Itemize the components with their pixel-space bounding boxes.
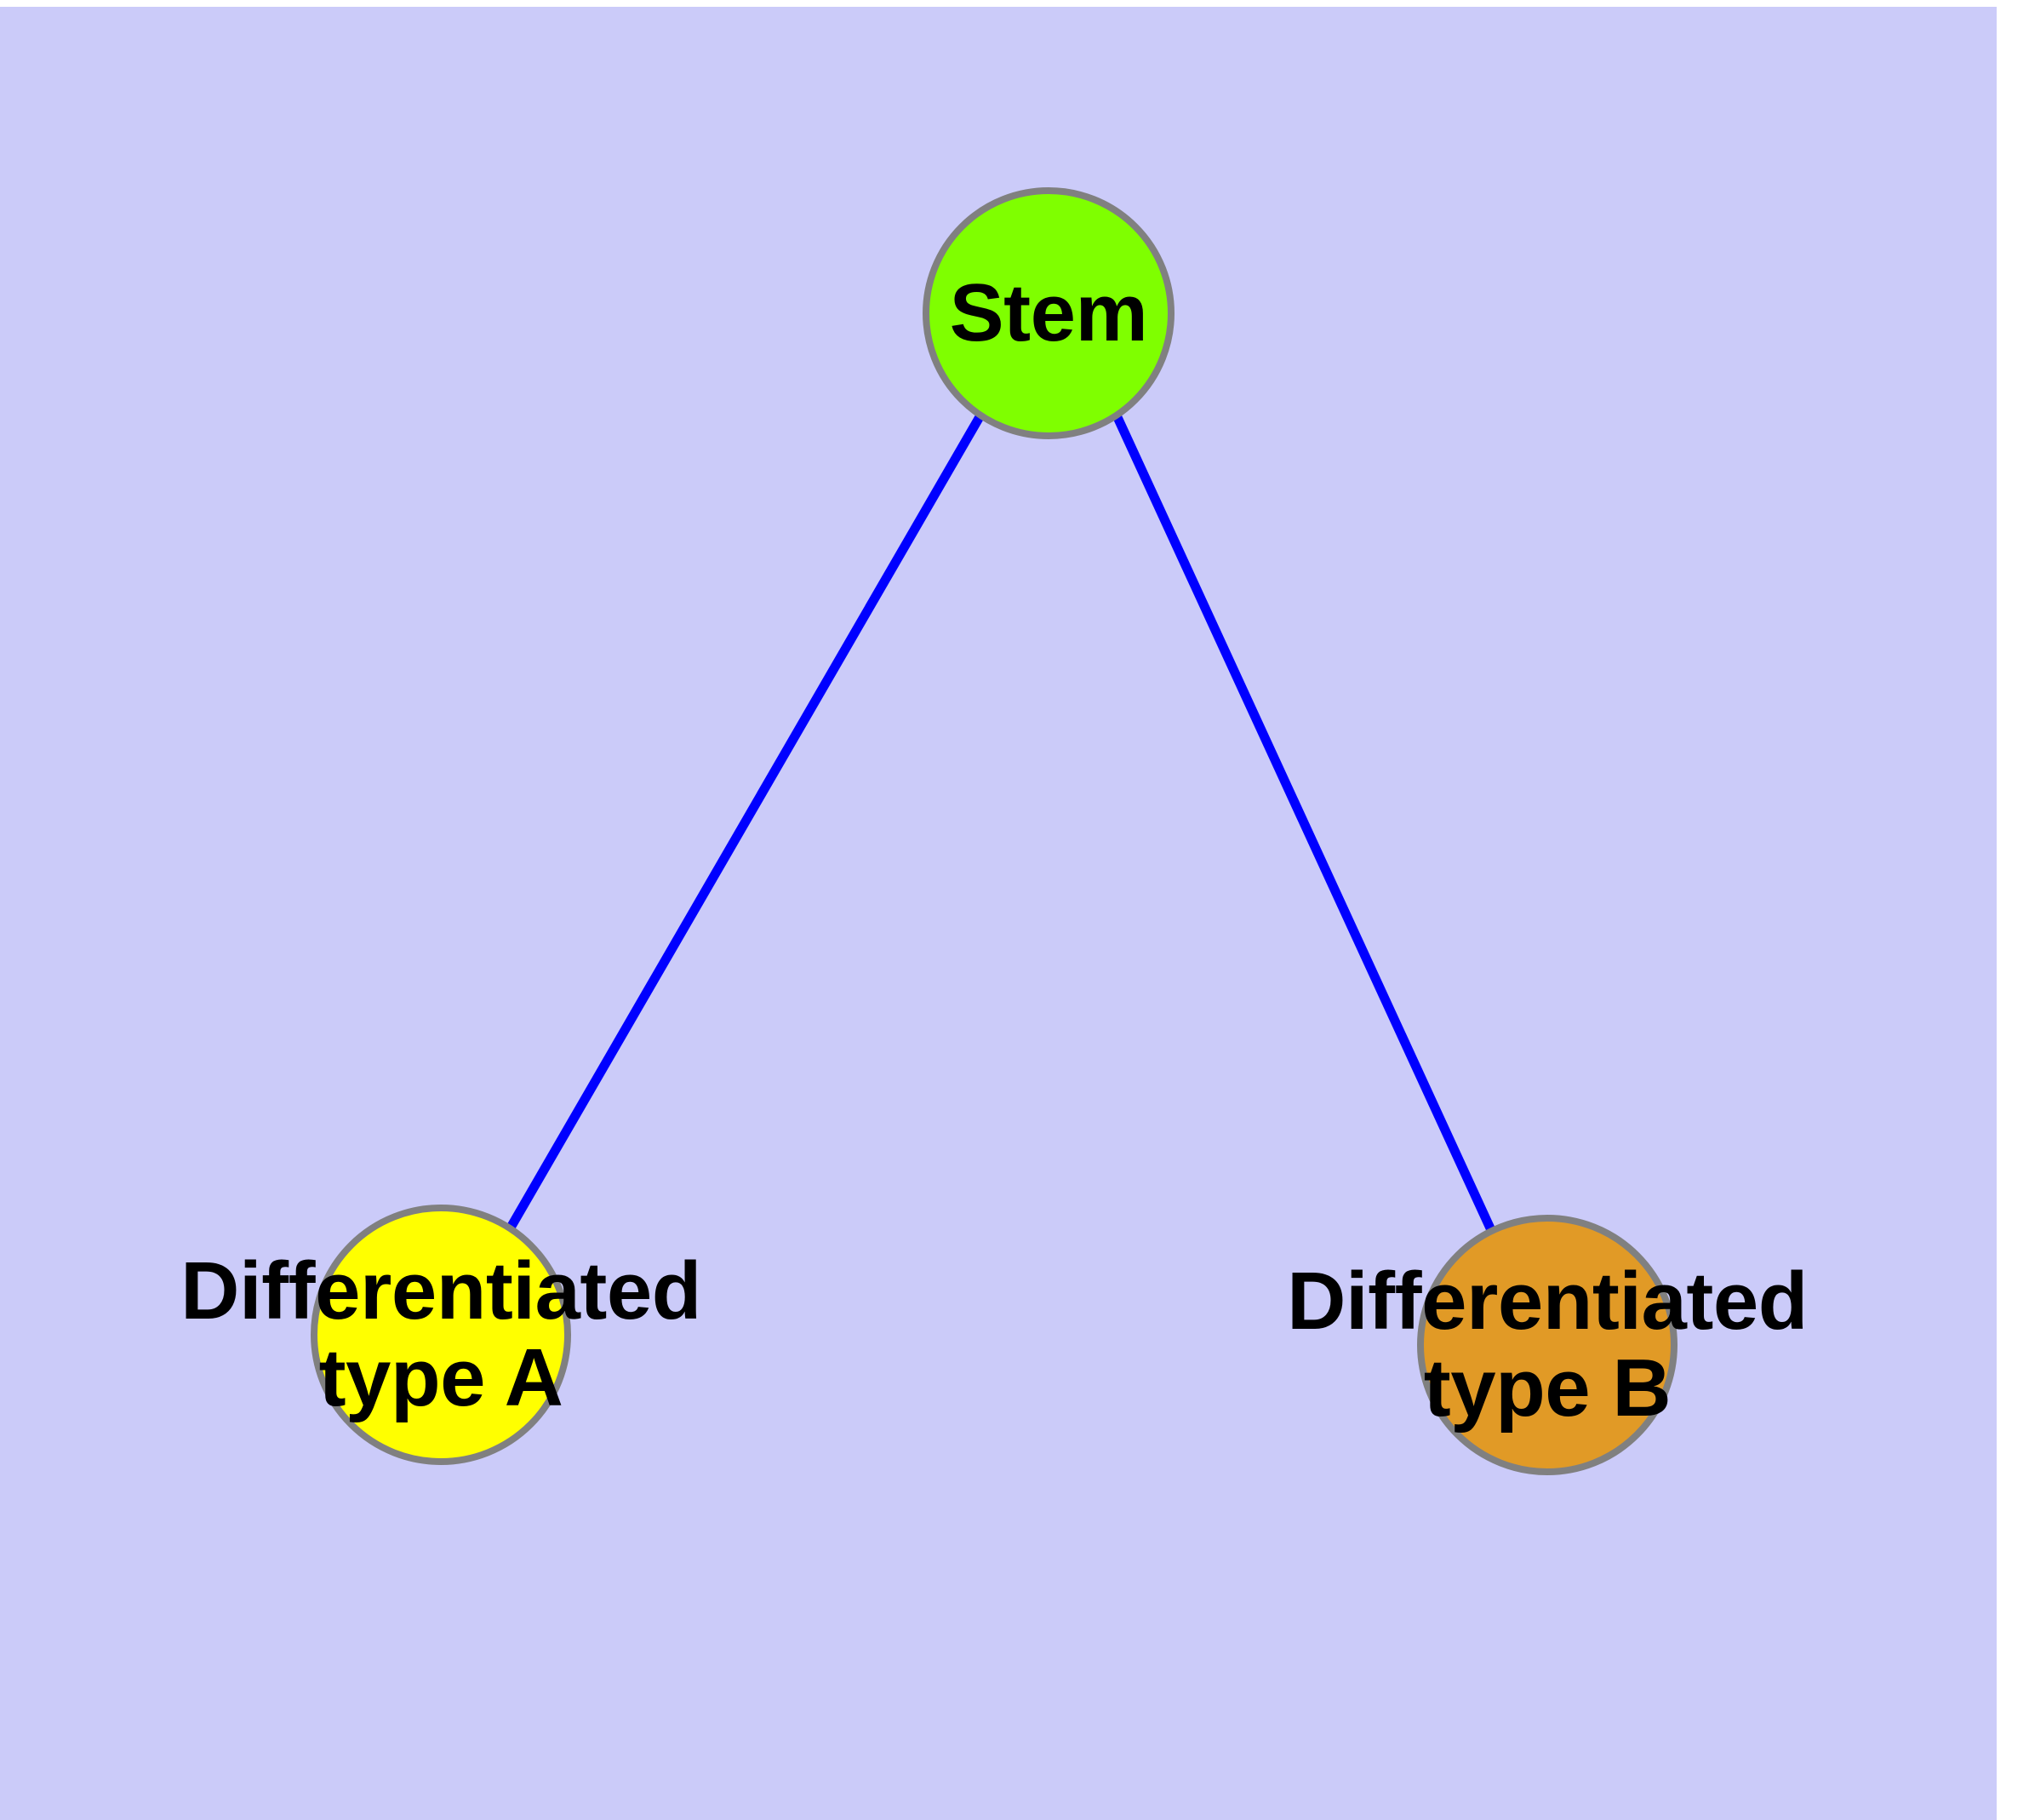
node-layer — [311, 187, 1677, 1475]
node-stem[interactable] — [923, 187, 1175, 439]
graph-svg — [311, 187, 1677, 1475]
diagram-plot-area: Stem Differentiated type A Differentiate… — [0, 7, 1997, 1820]
edge-stem-to-differentiated-type-a[interactable] — [506, 413, 985, 1230]
node-differentiated-type-a[interactable] — [311, 1205, 571, 1465]
edge-stem-to-differentiated-type-b[interactable] — [1112, 413, 1495, 1233]
node-differentiated-type-b[interactable] — [1417, 1215, 1677, 1475]
edge-layer — [506, 413, 1495, 1233]
